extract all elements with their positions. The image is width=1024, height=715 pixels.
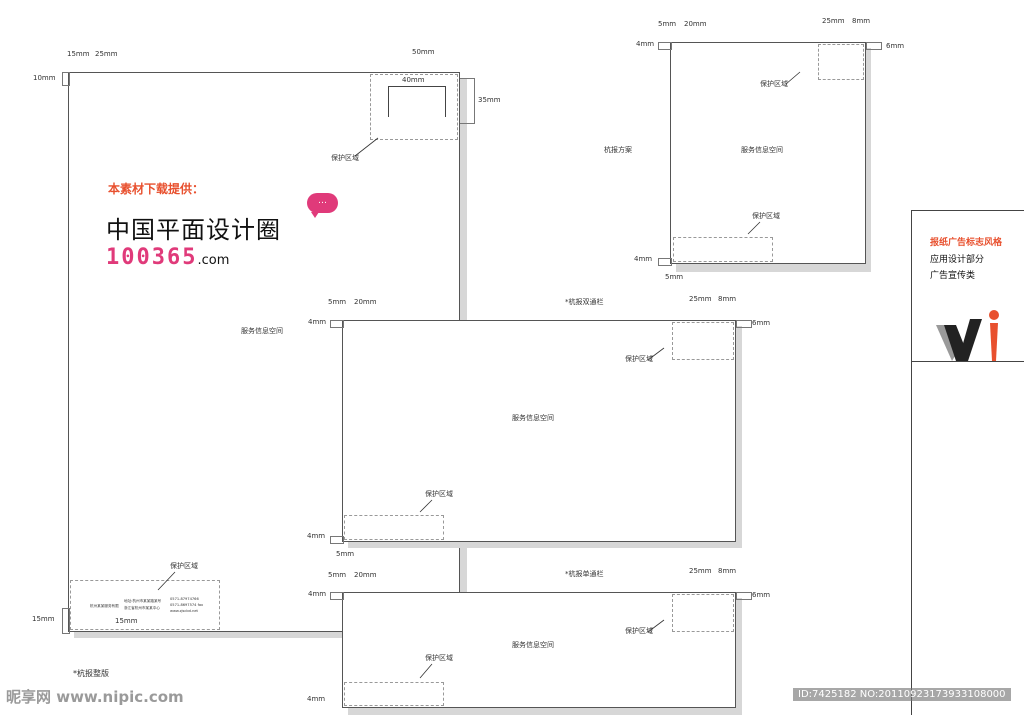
mid-dim-f: 6mm [752,319,771,327]
tr-dim-e: 8mm [852,17,871,25]
right-info-panel: 报纸广告标志风格 应用设计部分 广告宣传类 [911,210,1024,715]
main-protect-top [370,74,458,140]
watermark-left: 昵享网 www.nipic.com [6,688,184,706]
tr-protect-label: 保护区域 [760,80,788,88]
bot-service-label: 服务信息空间 [512,641,554,649]
bot-tick [330,592,344,600]
footer-web: www.zjscbd.net [170,609,198,613]
middle-footer-protect [344,515,444,540]
mid-dim-b: 20mm [354,298,377,306]
bottom-protect [672,594,734,632]
main-caption: *杭报整版 [73,669,109,678]
tr-tick [658,258,672,266]
tr-tick [866,42,882,50]
footer-company: 杭州某某服务有限 [90,604,119,608]
promo-logo-text: 中国平面设计圈 [106,216,281,244]
main-footer-info: 杭州某某服务有限 地址:杭州市某某路某号 浙江省杭州市某某中心 0571-879… [90,596,218,618]
footer-address-2: 浙江省杭州市某某中心 [124,606,160,610]
tr-dim-h: 5mm [665,273,684,281]
main-dim-c: 10mm [33,74,56,82]
mid-dim-a: 5mm [328,298,347,306]
speech-bubble-icon: … [307,193,338,218]
main-dim-b: 25mm [95,50,118,58]
mid-service-label: 服务信息空间 [512,414,554,422]
bot-tick [736,592,752,600]
main-dim-d: 50mm [412,48,435,56]
watermark-right: ID:7425182 NO:20110923173933108000 [793,688,1011,701]
footer-address: 地址:杭州市某某路某号 [124,599,162,603]
middle-panel [342,320,736,542]
promo-title: 本素材下载提供： [108,182,205,196]
bot-dim-b: 20mm [354,571,377,579]
tr-dim-b: 20mm [684,20,707,28]
tr-dim-a: 5mm [658,20,677,28]
mid-protect-label-2: 保护区域 [425,490,453,498]
rp-line1: 应用设计部分 [930,255,985,265]
top-right-footer-protect [673,237,773,262]
tr-dim-f: 6mm [886,42,905,50]
main-dim-a: 15mm [67,50,90,58]
main-protect-label: 保护区域 [331,154,359,162]
mid-dim-g: 4mm [307,532,326,540]
bot-protect-label: 保护区域 [625,627,653,635]
tr-dim-c: 4mm [636,40,655,48]
mid-tick [330,320,344,328]
footer-phone: 0571-87974766 [170,597,199,601]
top-right-protect [818,44,864,80]
main-protect-bottom [70,580,220,630]
promo-domain: .com [197,253,230,268]
middle-caption: *杭报双通栏 [565,298,604,306]
vi-logo-icon [936,310,999,361]
bot-dim-g: 4mm [307,695,326,703]
mid-tick [330,536,344,544]
main-dim-g: 15mm [32,615,55,623]
mid-dim-c: 4mm [308,318,327,326]
promo-number: 100365.com [106,245,229,270]
tr-side-label: 杭报方案 [604,146,632,154]
mid-protect-label: 保护区域 [625,355,653,363]
footer-fax: 0571-8697574 fax [170,603,204,607]
main-tick [62,72,70,86]
main-tick [62,608,70,634]
main-dim-e: 40mm [402,76,425,84]
promo-number-digits: 100365 [106,245,198,270]
rp-line2: 广告宣传类 [930,271,976,281]
tr-tick [658,42,672,50]
tr-service-label: 服务信息空间 [741,146,783,154]
middle-protect [672,322,734,360]
tr-protect-label-2: 保护区域 [752,212,780,220]
tr-dim-d: 25mm [822,17,845,25]
mid-dim-h: 5mm [336,550,355,558]
main-dim-h: 15mm [115,617,138,625]
rp-title: 报纸广告标志风格 [930,238,1003,248]
main-dim-f: 35mm [478,96,501,104]
bot-dim-d: 25mm [689,567,712,575]
mid-dim-e: 8mm [718,295,737,303]
main-service-label: 服务信息空间 [241,327,283,335]
bot-dim-c: 4mm [308,590,327,598]
mid-tick [736,320,752,328]
bottom-footer-protect [344,682,444,706]
mid-dim-d: 25mm [689,295,712,303]
main-protect-label-2: 保护区域 [170,562,198,570]
rp-divider [912,361,1024,362]
bottom-panel [342,592,736,708]
main-frame-40mm [388,86,446,117]
bottom-caption: *杭报单通栏 [565,570,604,578]
bot-dim-a: 5mm [328,571,347,579]
bot-dim-f: 6mm [752,591,771,599]
bot-dim-e: 8mm [718,567,737,575]
main-tick [460,78,475,124]
bot-protect-label-2: 保护区域 [425,654,453,662]
tr-dim-g: 4mm [634,255,653,263]
